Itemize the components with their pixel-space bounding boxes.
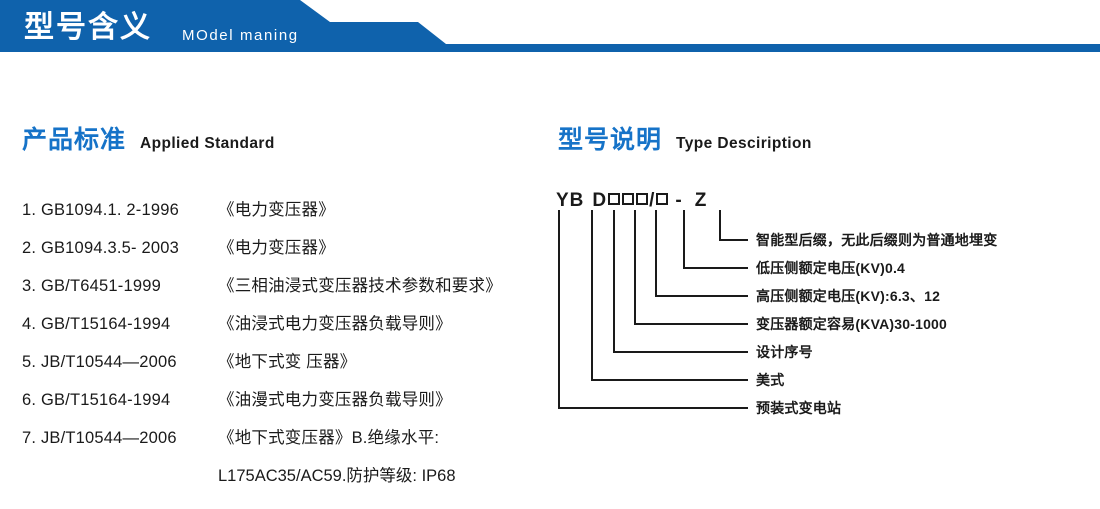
type-code-placeholder-box bbox=[656, 193, 669, 205]
type-code-placeholder-box bbox=[622, 193, 635, 205]
standard-code: 6. GB/T15164-1994 bbox=[22, 391, 171, 409]
standard-row: 7. JB/T10544—2006 《地下式变压器》B.绝缘水平: bbox=[22, 424, 542, 462]
type-label-hv: 高压侧额定电压(KV):6.3、12 bbox=[756, 288, 941, 304]
standard-row: 1. GB1094.1. 2-1996 《电力变压器》 bbox=[22, 196, 542, 234]
standard-code: 3. GB/T6451-1999 bbox=[22, 277, 161, 295]
standard-name: 《地下式变 压器》 bbox=[218, 353, 357, 371]
standard-name: 《电力变压器》 bbox=[218, 239, 335, 257]
standard-row: 6. GB/T15164-1994 《油漫式电力变压器负载导则》 bbox=[22, 386, 542, 424]
type-code-segment-text: YB bbox=[556, 190, 585, 211]
standard-name: 《油漫式电力变压器负载导则》 bbox=[218, 391, 452, 409]
page-header-banner: 型号含义 MOdel maning bbox=[0, 0, 1100, 58]
standard-name: 《三相油浸式变压器技术参数和要求》 bbox=[218, 277, 502, 295]
standard-row: 2. GB1094.3.5- 2003 《电力变压器》 bbox=[22, 234, 542, 272]
type-section-heading: 型号说明 Type Desciription bbox=[558, 120, 812, 156]
standard-code: 1. GB1094.1. 2-1996 bbox=[22, 201, 179, 219]
standards-list: 1. GB1094.1. 2-1996《电力变压器》2. GB1094.3.5-… bbox=[22, 196, 542, 500]
standard-code: 4. GB/T15164-1994 bbox=[22, 315, 171, 333]
type-label-lv: 低压侧额定电压(KV)0.4 bbox=[756, 260, 906, 276]
type-label-design: 设计序号 bbox=[756, 344, 813, 360]
standards-heading-en: Applied Standard bbox=[140, 135, 275, 152]
type-code-segment-slash: / bbox=[649, 190, 656, 211]
standard-name: 《地下式变压器》B.绝缘水平: bbox=[218, 429, 440, 447]
type-label-suffix: 智能型后缀，无此后缀则为普通地埋变 bbox=[756, 232, 998, 248]
type-code-leader-lines bbox=[558, 210, 748, 409]
standard-name: 《油浸式电力变压器负载导则》 bbox=[218, 315, 452, 333]
type-code-placeholder-box bbox=[608, 193, 621, 205]
type-code-string: YB D /-Z bbox=[556, 190, 707, 212]
type-code-diagram: YB D /-Z 智能型后缀，无此后缀则为普通地埋变 bbox=[548, 190, 1088, 440]
type-label-american: 美式 bbox=[756, 372, 785, 388]
type-code-placeholder-box bbox=[636, 193, 649, 205]
header-title-en: MOdel maning bbox=[182, 27, 299, 44]
standard-code: 5. JB/T10544—2006 bbox=[22, 353, 177, 371]
standards-section-heading: 产品标准 Applied Standard bbox=[22, 120, 275, 156]
type-code-segment-text: Z bbox=[694, 190, 708, 211]
standard-row: 5. JB/T10544—2006 《地下式变 压器》 bbox=[22, 348, 542, 386]
type-code-segment-text: D bbox=[592, 190, 608, 211]
header-title-cn: 型号含义 bbox=[24, 11, 152, 44]
type-code-segment-dash: - bbox=[675, 190, 683, 211]
type-heading-en: Type Desciription bbox=[676, 135, 812, 152]
standard-code: 2. GB1094.3.5- 2003 bbox=[22, 239, 179, 257]
header-banner-shape bbox=[0, 0, 1100, 52]
standard-code: 7. JB/T10544—2006 bbox=[22, 429, 177, 447]
standards-continuation-line: L175AC35/AC59.防护等级: IP68 bbox=[218, 467, 456, 485]
type-label-capacity: 变压器额定容易(KVA)30-1000 bbox=[756, 316, 948, 332]
standard-row: 4. GB/T15164-1994 《油浸式电力变压器负载导则》 bbox=[22, 310, 542, 348]
standard-row: 3. GB/T6451-1999 《三相油浸式变压器技术参数和要求》 bbox=[22, 272, 542, 310]
type-label-station: 预装式变电站 bbox=[756, 400, 842, 416]
type-heading-cn: 型号说明 bbox=[558, 126, 663, 154]
standard-name: 《电力变压器》 bbox=[218, 201, 335, 219]
standards-heading-cn: 产品标准 bbox=[22, 126, 127, 154]
